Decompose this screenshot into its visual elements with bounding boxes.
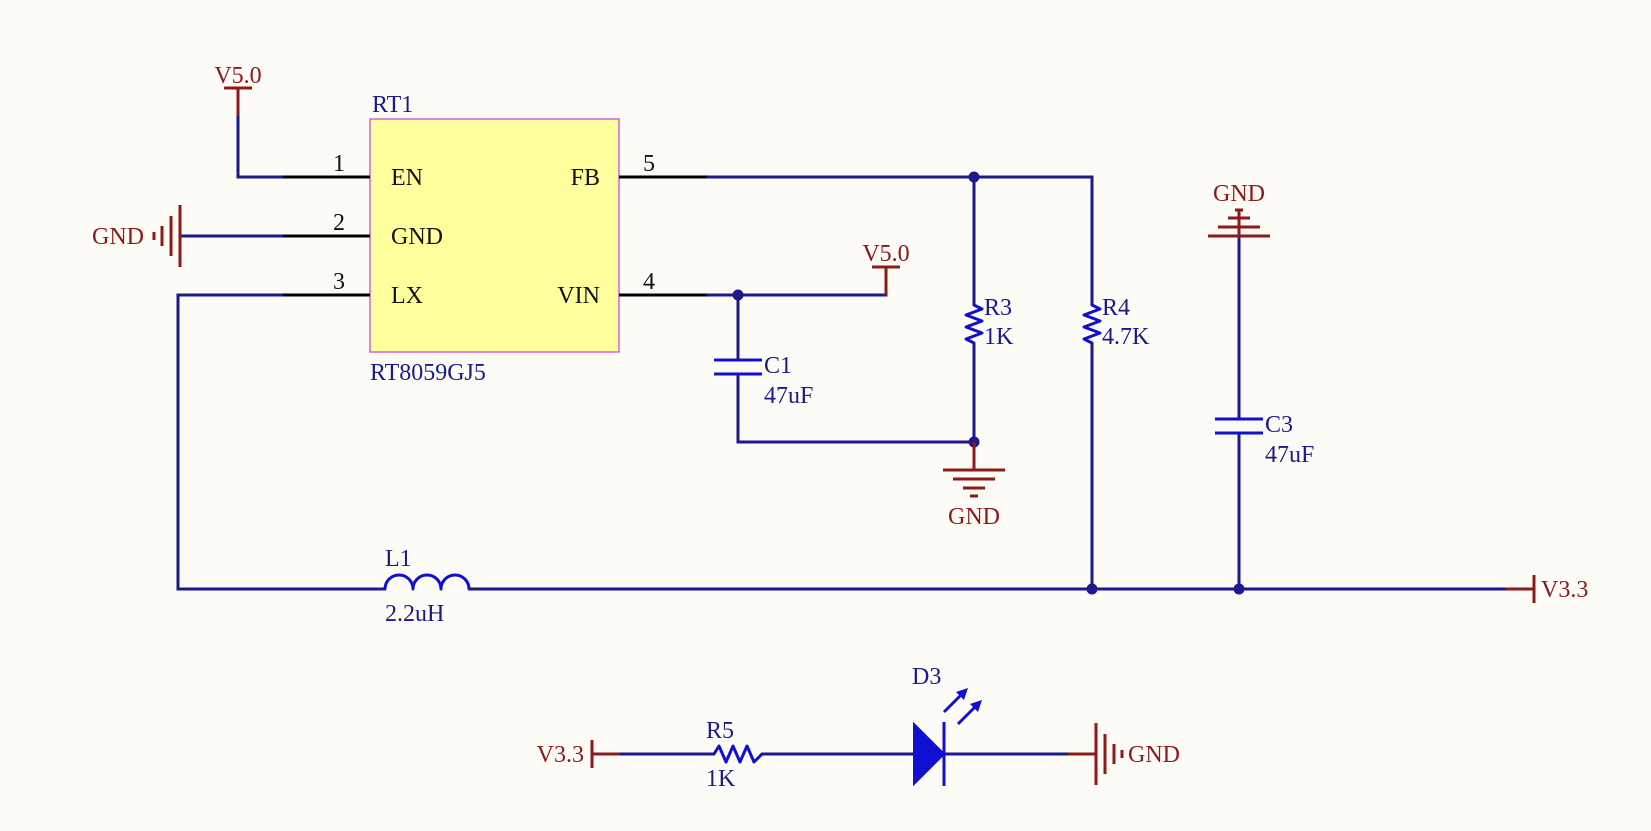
resistor-r5[interactable]: R5 1K	[706, 718, 764, 792]
component-ref: D3	[912, 664, 941, 690]
component-ref: R3	[984, 295, 1012, 321]
wire-lx	[176, 293, 384, 591]
pin-5-name: FB	[571, 165, 600, 191]
net-label: V3.3	[1541, 577, 1588, 603]
inductor-l1[interactable]: L1 2.2uH	[380, 546, 504, 627]
junction-dot	[1086, 583, 1098, 595]
pin-4-name: VIN	[557, 283, 600, 309]
resistor-r4[interactable]: R4 4.7K	[1082, 283, 1150, 385]
net-label: GND	[1213, 181, 1265, 207]
junction-dot	[1233, 583, 1245, 595]
component-ref: C3	[1265, 412, 1293, 438]
ic-part-number: RT8059GJ5	[370, 360, 486, 386]
net-label: V3.3	[537, 742, 584, 768]
inductor-symbol	[383, 573, 471, 591]
component-ref: R5	[706, 718, 734, 744]
component-value: 1K	[984, 324, 1014, 350]
power-port-v33-led[interactable]: V3.3	[537, 740, 620, 768]
pin-4-number: 4	[643, 269, 655, 295]
net-label: GND	[948, 504, 1000, 530]
component-value: 1K	[706, 766, 736, 792]
pin-2-name: GND	[391, 224, 443, 250]
power-port-gnd-led[interactable]: GND	[1068, 723, 1180, 785]
component-ref: R4	[1102, 295, 1130, 321]
component-value: 47uF	[1265, 442, 1314, 468]
component-ref: L1	[385, 546, 412, 572]
capacitor-c1[interactable]: C1 47uF	[714, 353, 813, 409]
junction-dot	[968, 171, 980, 183]
pin-1-name: EN	[391, 165, 423, 191]
component-ref: C1	[764, 353, 792, 379]
capacitor-c3[interactable]: C3 47uF	[1215, 412, 1314, 468]
junction-dot	[732, 289, 744, 301]
power-port-gnd-c3[interactable]: GND	[1208, 181, 1270, 238]
power-port-v33-out[interactable]: V3.3	[1506, 575, 1588, 603]
pin-5-number: 5	[643, 151, 655, 177]
component-value: 2.2uH	[385, 601, 444, 627]
ic-body	[369, 118, 620, 353]
pin-2-number: 2	[333, 210, 345, 236]
wires	[176, 114, 1508, 756]
net-label: V5.0	[214, 63, 261, 89]
net-label: GND	[1128, 742, 1180, 768]
component-value: 4.7K	[1102, 324, 1150, 350]
ic-designator: RT1	[372, 92, 413, 118]
pin-3-name: LX	[391, 283, 423, 309]
power-port-gnd-r3[interactable]: GND	[943, 442, 1005, 530]
resistor-r3[interactable]: R3 1K	[964, 283, 1014, 385]
power-port-v50-en[interactable]: V5.0	[214, 63, 262, 116]
ic-rt1[interactable]: RT1 RT8059GJ5 1 2 3 4 5 EN GND LX VIN FB	[282, 92, 708, 386]
diode-triangle	[913, 721, 946, 787]
power-port-v50-vin[interactable]: V5.0	[862, 241, 910, 295]
led-d3[interactable]: D3	[912, 664, 982, 787]
resistor-symbol	[1082, 303, 1102, 345]
net-label: GND	[92, 224, 144, 250]
component-value: 47uF	[764, 383, 813, 409]
pin-1-number: 1	[333, 151, 345, 177]
wire-en	[236, 114, 284, 179]
power-port-gnd-pin2[interactable]: GND	[92, 205, 182, 267]
resistor-symbol	[964, 303, 984, 345]
resistor-symbol	[712, 744, 764, 764]
wire-fb	[706, 175, 1094, 287]
wire-c1-gnd	[736, 374, 976, 444]
net-label: V5.0	[862, 241, 909, 267]
pin-3-number: 3	[333, 269, 345, 295]
